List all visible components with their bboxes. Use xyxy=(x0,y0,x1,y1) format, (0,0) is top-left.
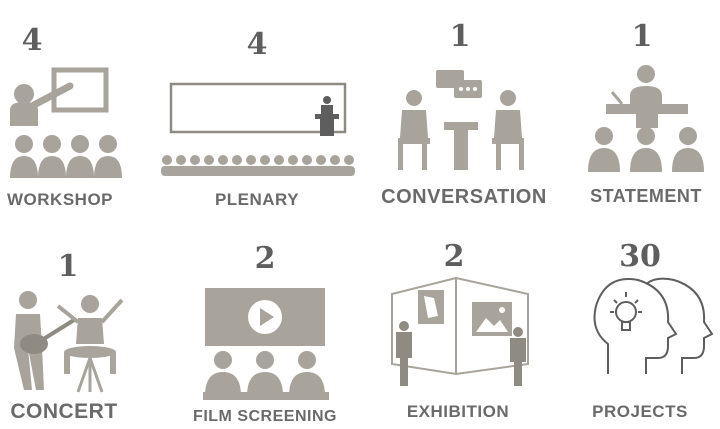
event-type-statement: 1 STATEMENT xyxy=(552,0,720,214)
statement-icon xyxy=(588,65,704,172)
exhibition-label: EXHIBITION xyxy=(406,402,510,421)
workshop-count: 4 xyxy=(21,23,43,58)
concert-icon xyxy=(14,291,124,393)
projects-count: 30 xyxy=(619,239,661,274)
projects-label: PROJECTS xyxy=(592,402,688,421)
film-screening-icon xyxy=(203,288,329,400)
event-type-exhibition: 2 EXHIBITION xyxy=(372,214,552,428)
film-screening-count: 2 xyxy=(254,241,276,276)
plenary-count: 4 xyxy=(246,27,268,62)
workshop-icon xyxy=(10,67,122,178)
event-type-workshop: 4 WORKSHOP xyxy=(0,0,180,214)
workshop-label: WORKSHOP xyxy=(7,190,113,209)
event-type-projects: 30 PROJECTS xyxy=(552,214,720,428)
concert-label: CONCERT xyxy=(10,400,118,423)
plenary-label: PLENARY xyxy=(214,190,300,209)
exhibition-icon xyxy=(391,276,529,386)
event-type-film-screening: 2 FILM SCREENING xyxy=(175,214,355,428)
conversation-label: CONVERSATION xyxy=(381,186,547,208)
statement-label: STATEMENT xyxy=(590,186,702,206)
concert-count: 1 xyxy=(57,249,79,284)
event-type-plenary: 4 PLENARY xyxy=(155,0,355,214)
conversation-count: 1 xyxy=(449,19,471,54)
play-icon xyxy=(260,308,274,326)
event-type-concert: 1 CONCERT xyxy=(0,214,180,428)
plenary-icon xyxy=(161,82,355,176)
event-type-conversation: 1 CONVERSATION xyxy=(372,0,552,214)
film-screening-label: FILM SCREENING xyxy=(193,408,337,425)
conversation-icon xyxy=(398,70,524,170)
exhibition-count: 2 xyxy=(443,239,465,274)
statement-count: 1 xyxy=(631,19,653,54)
projects-icon xyxy=(593,277,714,374)
